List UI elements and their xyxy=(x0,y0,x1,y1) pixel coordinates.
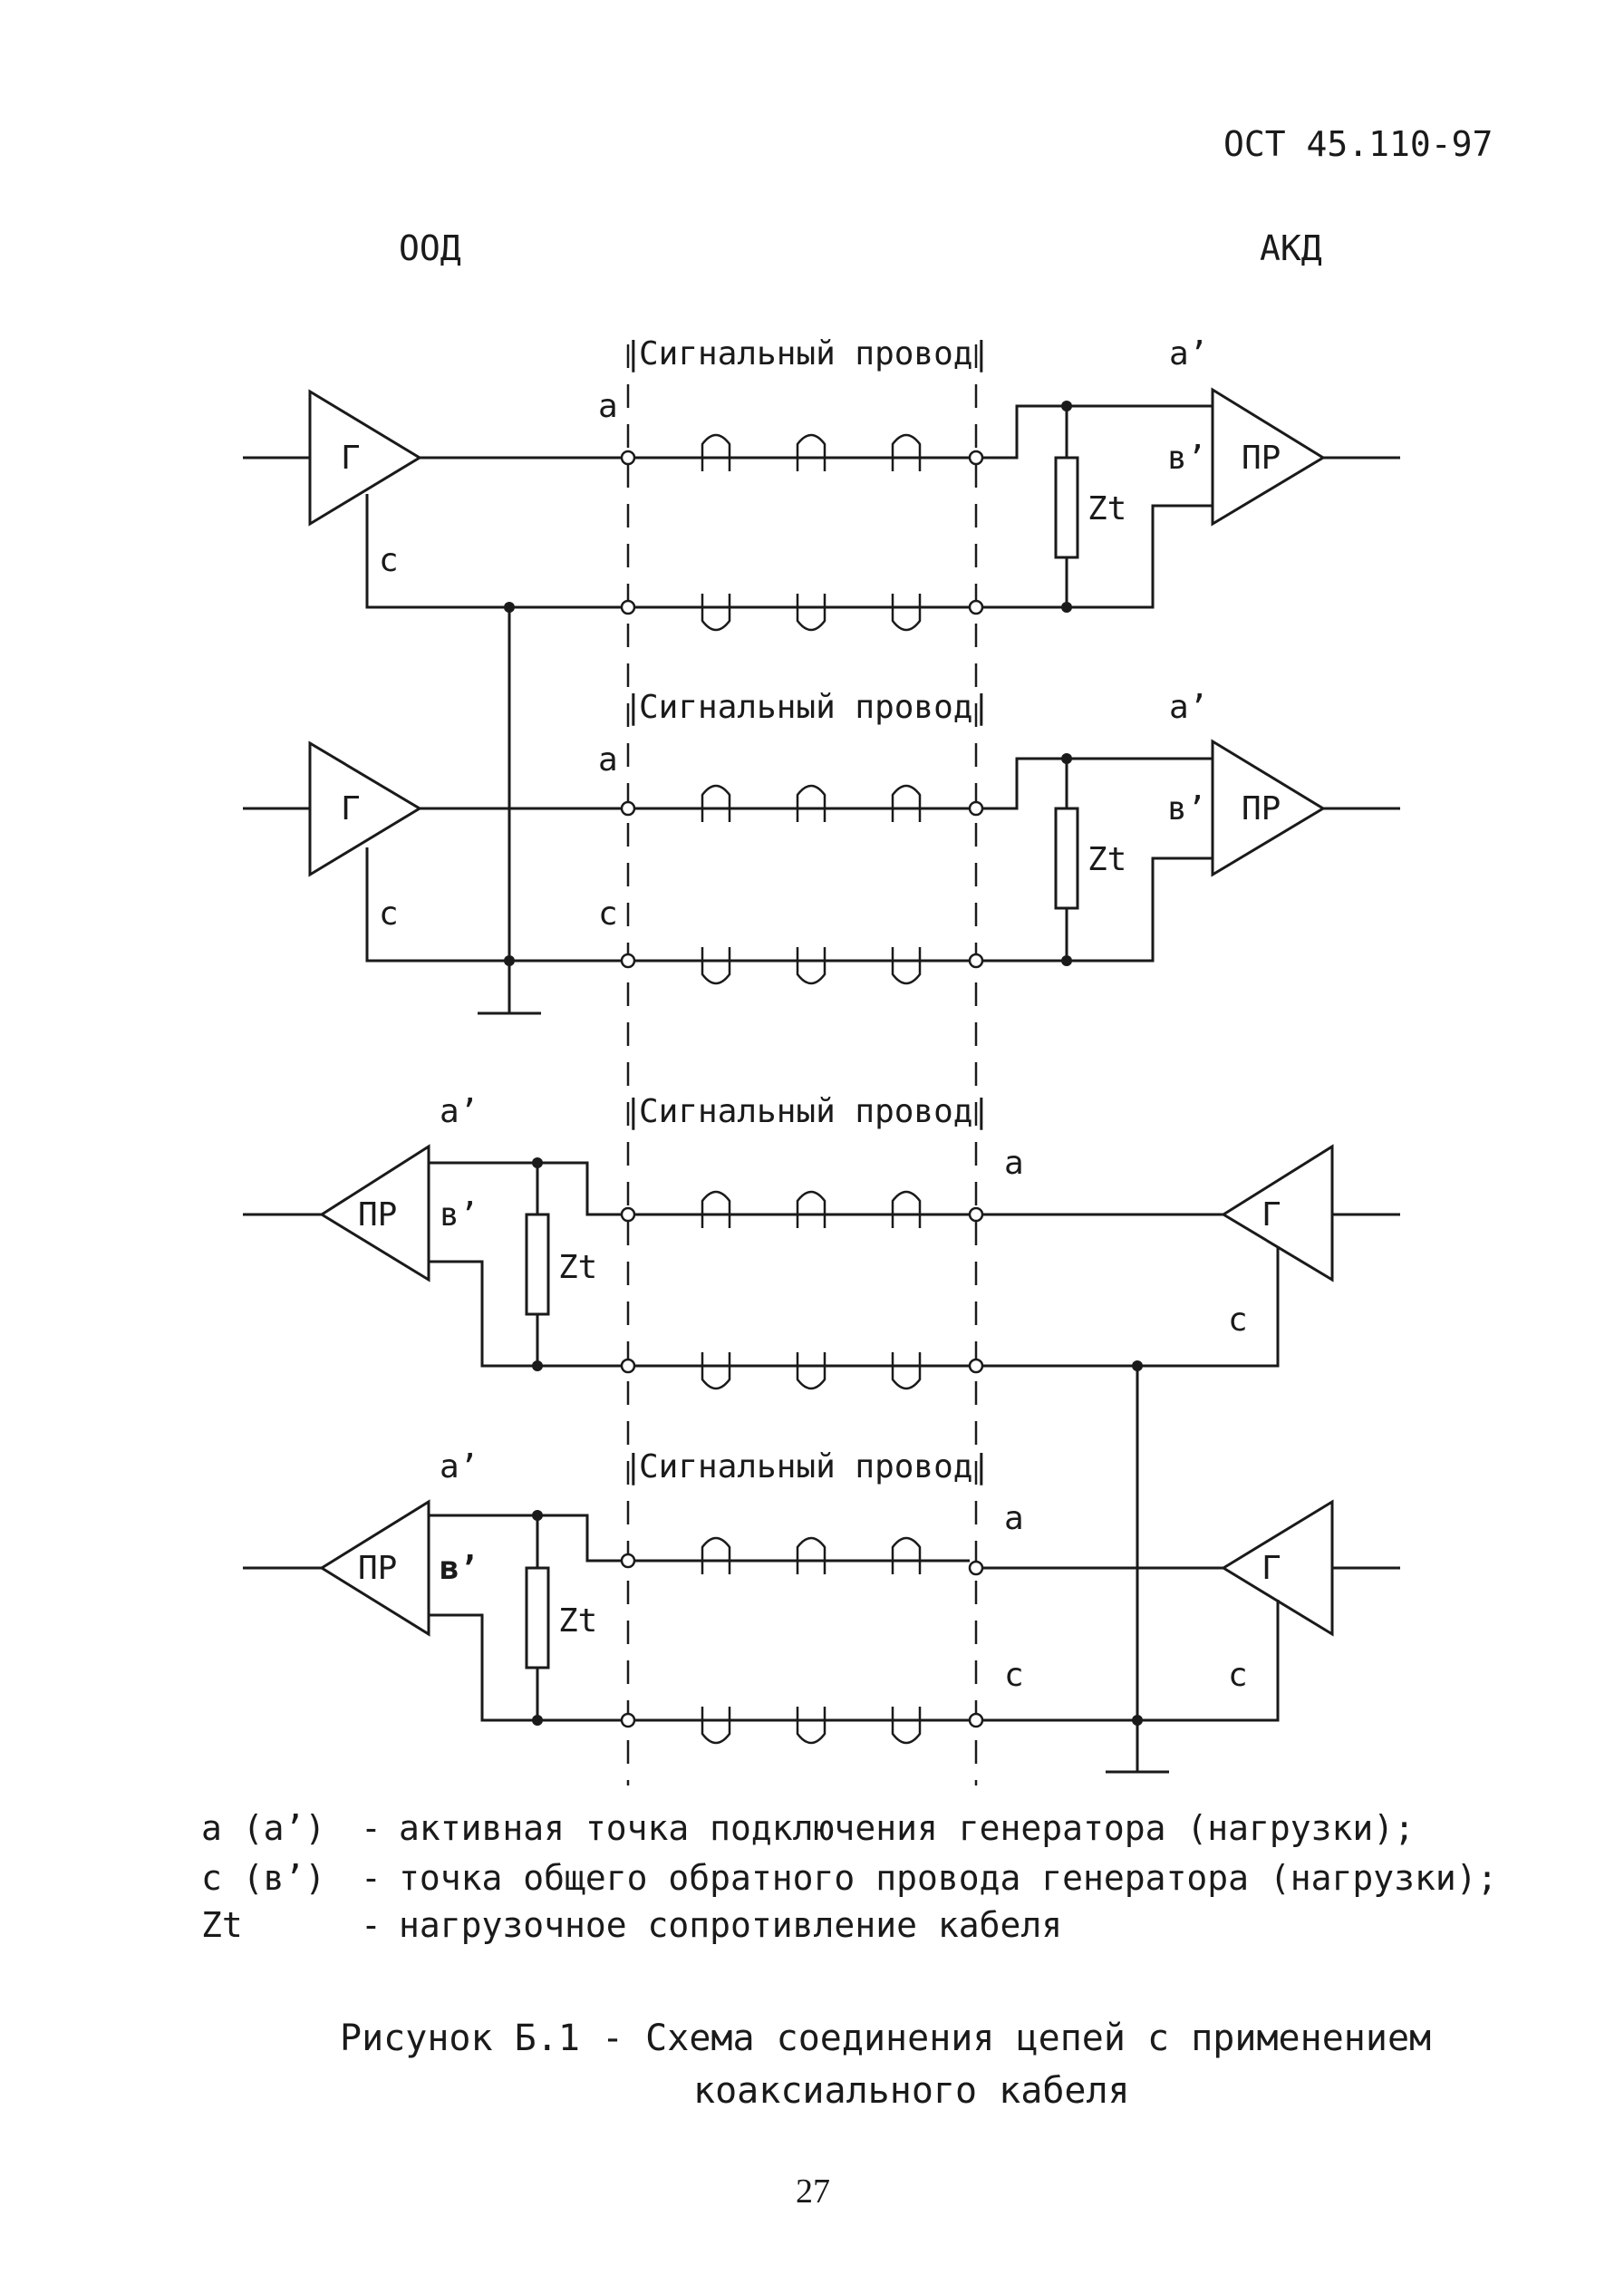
receiver-triangle xyxy=(1211,739,1326,877)
svg-text:|: | xyxy=(624,1093,643,1130)
block-1: | Сигнальный провод | a’ a Г c xyxy=(243,335,1400,632)
legend-text: точка общего обратного провода генератор… xyxy=(399,1858,1498,1898)
receiver-label: ПР xyxy=(358,1196,397,1234)
label-v-prime: в’ xyxy=(440,1550,478,1587)
receiver-label: ПР xyxy=(358,1550,397,1587)
legend-symbol: Zt xyxy=(201,1905,243,1945)
label-a: a xyxy=(1004,1500,1024,1537)
generator-label: Г xyxy=(1262,1550,1281,1587)
signal-wire-label: Сигнальный провод xyxy=(639,689,972,726)
label-v-prime: в’ xyxy=(1167,790,1206,827)
legend-dash: - xyxy=(361,1858,382,1898)
legend-text: нагрузочное сопротивление кабеля xyxy=(399,1905,1062,1945)
label-c: c xyxy=(1228,1657,1248,1694)
generator-label: Г xyxy=(341,790,361,827)
svg-text:|: | xyxy=(972,1093,991,1130)
legend-symbol: a (a’) xyxy=(201,1808,325,1848)
svg-text:|: | xyxy=(624,335,643,373)
block-4: a’ | Сигнальный провод | a ПР в’ Zt c xyxy=(243,1448,1400,1745)
generator-label: Г xyxy=(341,440,361,477)
svg-text:|: | xyxy=(624,1448,643,1485)
legend-symbol: c (в’) xyxy=(201,1858,325,1898)
load-resistor xyxy=(1054,456,1079,559)
header-akd: АКД xyxy=(1260,228,1322,268)
label-zt: Zt xyxy=(1088,490,1126,527)
block-2: | Сигнальный провод | a’ a Г c c xyxy=(243,689,1400,985)
label-a-prime: a’ xyxy=(1169,335,1208,373)
generator-label: Г xyxy=(1262,1196,1281,1234)
label-c-cable: c xyxy=(598,895,618,933)
svg-text:|: | xyxy=(972,689,991,726)
legend-text: активная точка подключения генератора (н… xyxy=(399,1808,1415,1848)
label-c: c xyxy=(1228,1302,1248,1339)
receiver-label: ПР xyxy=(1242,440,1281,477)
svg-text:|: | xyxy=(972,335,991,373)
label-a: a xyxy=(1004,1145,1024,1182)
label-zt: Zt xyxy=(1088,841,1126,878)
receiver-triangle xyxy=(319,1499,430,1637)
label-a: a xyxy=(598,741,618,779)
header-ood: ООД xyxy=(399,228,461,268)
receiver-triangle xyxy=(319,1144,430,1282)
signal-wire-label: Сигнальный провод xyxy=(639,1093,972,1130)
receiver-triangle xyxy=(1211,387,1326,527)
load-resistor xyxy=(1054,807,1079,910)
figure-caption-line1: Рисунок Б.1 - Схема соединения цепей с п… xyxy=(340,2018,1431,2059)
generator-triangle xyxy=(308,389,422,527)
load-resistor xyxy=(525,1566,550,1669)
label-c: c xyxy=(379,895,399,933)
legend-dash: - xyxy=(361,1905,382,1945)
label-zt: Zt xyxy=(558,1602,597,1640)
receiver-label: ПР xyxy=(1242,790,1281,827)
label-a: a xyxy=(598,388,618,425)
label-a-prime: a’ xyxy=(440,1448,478,1485)
label-v-prime: в’ xyxy=(1167,440,1206,477)
document-id: ОСТ 45.110-97 xyxy=(1223,124,1493,164)
page-number: 27 xyxy=(796,2172,830,2211)
block-3: a’ | Сигнальный провод | a ПР в’ Zt xyxy=(243,1093,1400,1390)
label-zt: Zt xyxy=(558,1249,597,1286)
label-v-prime: в’ xyxy=(440,1196,478,1234)
svg-text:|: | xyxy=(972,1448,991,1485)
figure-caption-line2: коаксиального кабеля xyxy=(693,2070,1130,2112)
label-a-prime: a’ xyxy=(1169,689,1208,726)
legend-dash: - xyxy=(361,1808,382,1848)
label-c: c xyxy=(379,542,399,579)
generator-triangle xyxy=(308,740,422,877)
load-resistor xyxy=(525,1213,550,1316)
legend: a (a’) - активная точка подключения гене… xyxy=(201,1808,1498,1945)
signal-wire-label: Сигнальный провод xyxy=(639,335,972,373)
signal-wire-label: Сигнальный провод xyxy=(639,1448,972,1485)
label-a-prime: a’ xyxy=(440,1093,478,1130)
svg-text:|: | xyxy=(624,689,643,726)
label-c-cable: c xyxy=(1004,1657,1024,1694)
